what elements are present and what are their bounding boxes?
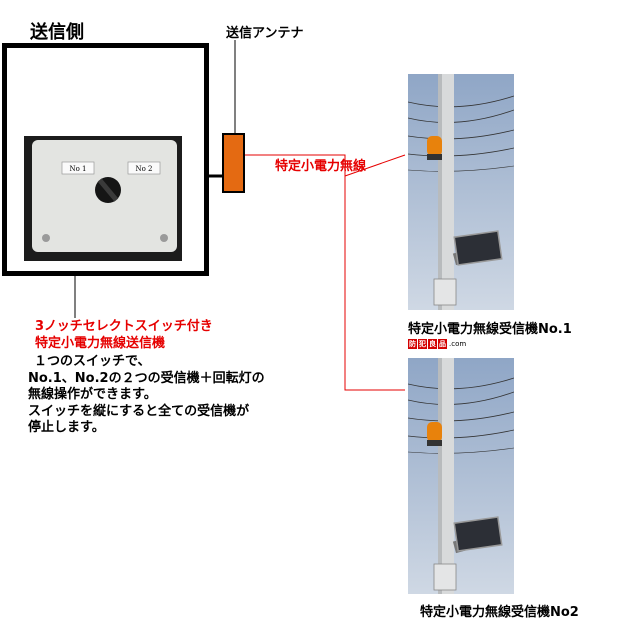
receiver-1-label: 特定小電力無線受信機No.1 — [408, 318, 572, 337]
logo-char: 防 — [408, 339, 417, 349]
receiver-photo-1 — [408, 74, 514, 310]
description-red-line: 特定小電力無線送信機 — [35, 335, 213, 352]
description-red-line: 3ノッチセレクトスイッチ付き — [35, 318, 213, 335]
description-line: １つのスイッチで、 — [28, 354, 265, 371]
description-line: 無線操作ができます。 — [28, 387, 265, 404]
receiver-2-label: 特定小電力無線受信機No2 — [420, 601, 579, 620]
beacon-icon — [427, 136, 442, 156]
logo-char: 犯 — [418, 339, 427, 349]
brand-logo: 防 犯 良 品 .com — [408, 338, 466, 349]
antenna-label: 送信アンテナ — [226, 22, 303, 41]
switch-label-no2: No 2 — [135, 165, 152, 173]
beacon-icon — [427, 422, 442, 442]
logo-suffix: .com — [449, 340, 466, 348]
screw-icon — [42, 234, 50, 242]
switch-label-no1: No 1 — [69, 165, 86, 173]
description-line: スイッチを縦にすると全ての受信機が — [28, 404, 265, 421]
radio-link-label: 特定小電力無線 — [275, 155, 366, 174]
description-line: No.1、No.2の２つの受信機＋回転灯の — [28, 371, 265, 388]
screw-icon — [160, 234, 168, 242]
transmitter-description-title: 3ノッチセレクトスイッチ付き 特定小電力無線送信機 — [35, 318, 213, 352]
radio-link-line — [245, 155, 405, 390]
transmitter-photo: No 1 No 2 — [24, 136, 182, 261]
receiver-photo-2 — [408, 358, 514, 594]
antenna-icon — [222, 133, 245, 193]
solar-panel-icon — [454, 517, 501, 551]
solar-panel-icon — [454, 231, 501, 265]
logo-char: 良 — [428, 339, 437, 349]
description-line: 停止します。 — [28, 420, 265, 437]
transmitter-description-body: １つのスイッチで、 No.1、No.2の２つの受信機＋回転灯の 無線操作ができま… — [28, 354, 265, 437]
logo-char: 品 — [438, 339, 447, 349]
transmitter-title: 送信側 — [30, 18, 84, 44]
